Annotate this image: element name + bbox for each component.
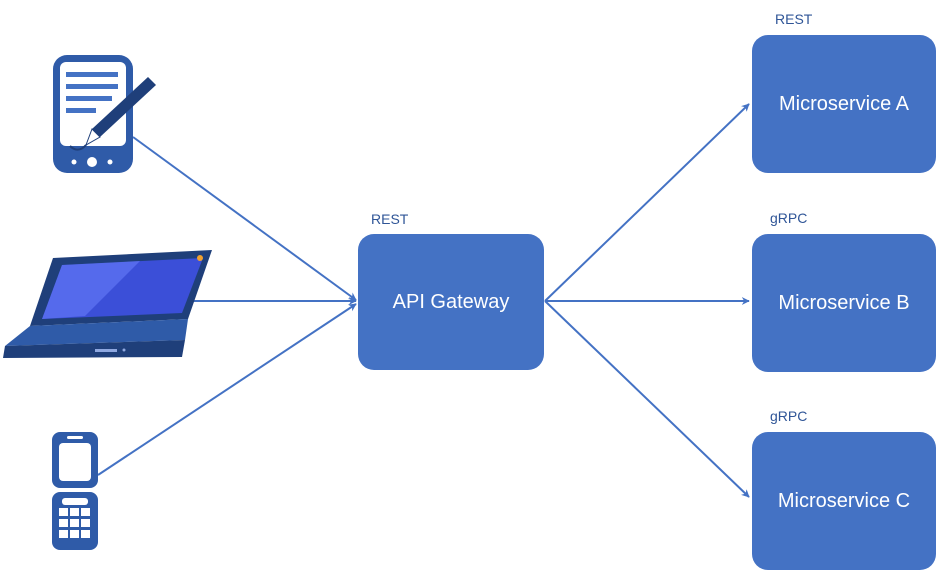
tablet-pen-icon [53,55,156,173]
microservice-b-box: Microservice B [752,234,936,372]
microservice-b-label: Microservice B [778,291,910,314]
service-b-protocol-label: gRPC [770,210,808,226]
microservice-c-label: Microservice C [777,489,911,512]
gateway-protocol-label: REST [371,211,409,227]
microservice-a-label: Microservice A [778,92,910,115]
connector-phone-gateway [97,303,357,476]
connector-tablet-gateway [132,136,357,301]
microservice-c-box: Microservice C [752,432,936,570]
mobile-phone-icon [52,432,98,550]
connector-gateway-service-a [544,103,750,302]
api-gateway-label: API Gateway [392,290,510,313]
service-a-protocol-label: REST [775,11,813,27]
connector-gateway-service-c [544,300,750,498]
service-c-protocol-label: gRPC [770,408,808,424]
laptop-icon [3,250,212,358]
microservice-a-box: Microservice A [752,35,936,173]
api-gateway-box: API Gateway [358,234,544,370]
